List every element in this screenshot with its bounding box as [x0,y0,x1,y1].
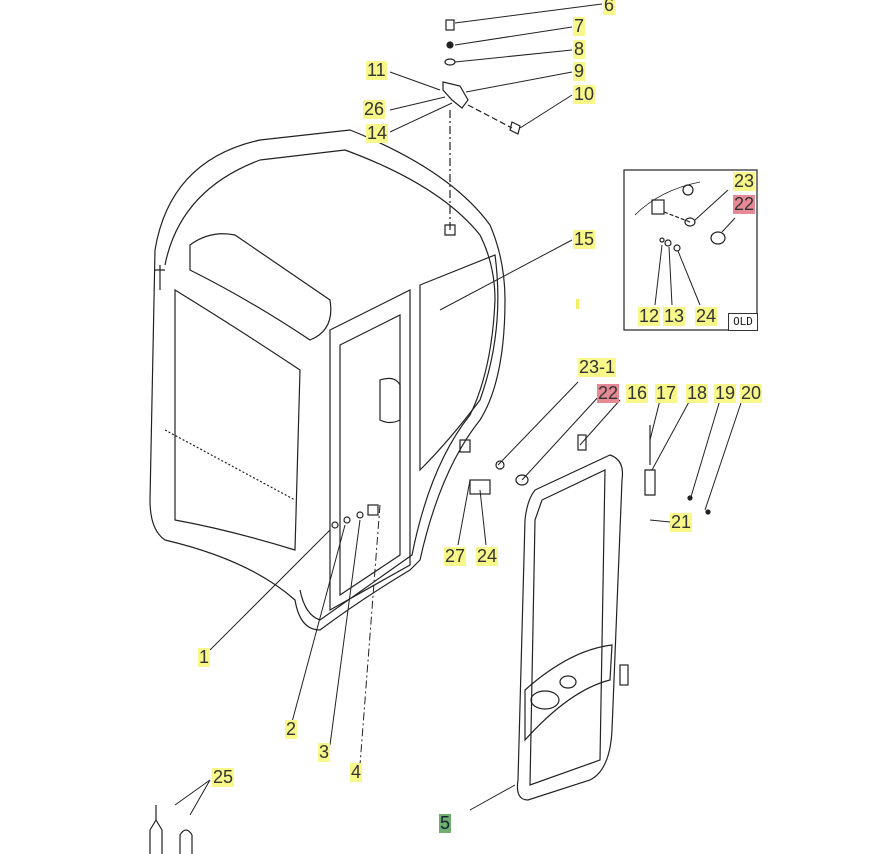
callout-3: 3 [318,742,331,762]
callout-20: 20 [740,383,763,403]
cab-body [149,129,506,631]
callout-24-inset: 24 [695,306,718,326]
callout-25: 25 [212,767,235,787]
callout-15: 15 [573,229,596,249]
callout-23-1: 23-1 [578,357,617,377]
callout-12: 12 [638,306,661,326]
callout-2: 2 [285,719,298,739]
callout-27: 27 [444,546,467,566]
inset-box [623,169,758,331]
callout-6: 6 [603,0,616,15]
callout-17: 17 [655,383,678,403]
door-frame [516,454,624,801]
callout-24: 24 [476,546,499,566]
callout-14: 14 [366,123,389,143]
inset-old-label: OLD [728,313,758,331]
callout-4: 4 [350,762,363,782]
callout-9: 9 [573,61,586,81]
callout-16: 16 [626,383,649,403]
callout-5: 5 [439,813,452,833]
callout-19: 19 [714,383,737,403]
callout-1: 1 [198,647,211,667]
callout-23-inset: 23 [733,171,756,191]
callout-11: 11 [366,60,387,80]
callout-7: 7 [573,16,586,36]
highlight-mark [576,299,579,309]
callout-10: 10 [573,84,596,104]
callout-18: 18 [686,383,709,403]
callout-21: 21 [670,512,693,532]
callout-13: 13 [663,306,686,326]
callout-8: 8 [573,39,586,59]
callout-22-inset: 22 [733,194,756,214]
callout-22: 22 [597,383,620,403]
callout-26: 26 [363,99,386,119]
